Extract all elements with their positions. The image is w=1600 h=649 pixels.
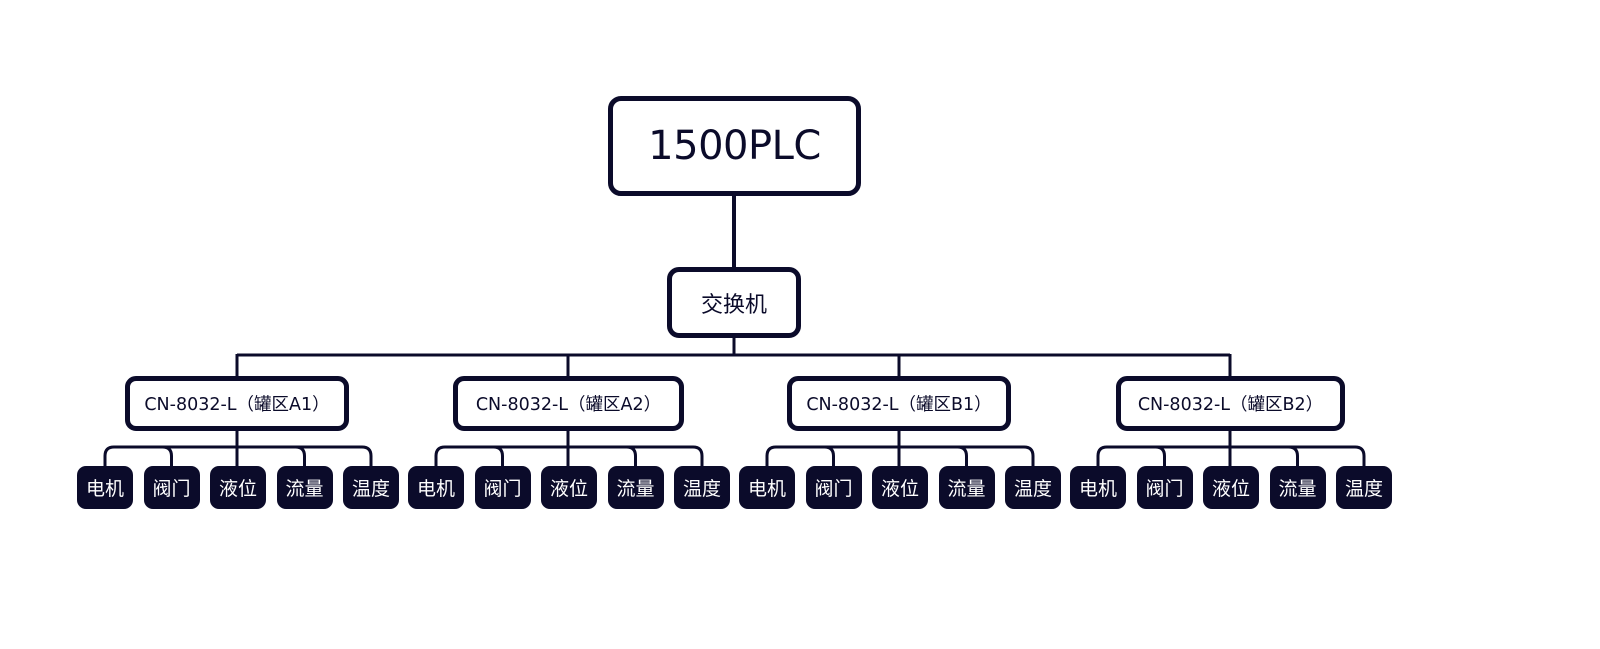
device-node-label: 温度 (1344, 478, 1383, 500)
leaf-bus (434, 445, 704, 468)
device-node: 流量 (1269, 466, 1326, 509)
device-node-label: 阀门 (1145, 478, 1184, 500)
device-node-label: 流量 (616, 478, 655, 500)
device-node-label: 液位 (549, 478, 588, 500)
device-node-label: 阀门 (814, 478, 853, 500)
device-node-label: 液位 (218, 478, 257, 500)
device-node: 温度 (1005, 466, 1061, 509)
device-node-label: 液位 (880, 478, 919, 500)
link-to-leaf (1155, 445, 1166, 468)
device-node: 阀门 (805, 466, 862, 509)
device-node: 阀门 (143, 466, 200, 509)
switch-node: 交换机 (667, 267, 801, 338)
device-node: 温度 (343, 466, 399, 509)
link-to-leaf (295, 445, 306, 468)
device-node: 液位 (210, 466, 266, 509)
leaf-bus (1096, 445, 1366, 468)
device-node-label: 温度 (351, 478, 390, 500)
controller-node-label: CN-8032-L（罐区B2） (1137, 395, 1324, 415)
device-node: 流量 (276, 466, 333, 509)
device-node: 温度 (674, 466, 730, 509)
device-node: 电机 (77, 466, 133, 509)
switch-node-label: 交换机 (700, 292, 767, 318)
link-to-leaf (162, 445, 173, 468)
controller-node-label: CN-8032-L（罐区A1） (144, 395, 330, 415)
link-to-leaf (957, 445, 968, 468)
device-node: 液位 (541, 466, 597, 509)
device-node-label: 温度 (682, 478, 721, 500)
device-node-label: 阀门 (483, 478, 522, 500)
device-node-label: 温度 (1013, 478, 1052, 500)
controller-node-label: CN-8032-L（罐区A2） (475, 395, 662, 415)
leaf-bus (765, 445, 1035, 468)
device-node: 液位 (1203, 466, 1259, 509)
device-node-label: 电机 (747, 478, 786, 500)
device-node: 阀门 (1136, 466, 1193, 509)
link-to-leaf (626, 445, 637, 468)
controller-node: CN-8032-L（罐区B2） (1116, 376, 1345, 431)
link-to-leaf (493, 445, 504, 468)
root-node-label: 1500PLC (648, 123, 821, 169)
device-node-label: 流量 (947, 478, 986, 500)
controller-node: CN-8032-L（罐区B1） (787, 376, 1011, 431)
controller-node: CN-8032-L（罐区A2） (453, 376, 684, 431)
controller-node: CN-8032-L（罐区A1） (125, 376, 349, 431)
device-node: 流量 (938, 466, 995, 509)
device-node: 温度 (1336, 466, 1392, 509)
device-node-label: 液位 (1211, 478, 1250, 500)
root-node-plc: 1500PLC (608, 96, 861, 196)
device-node: 液位 (872, 466, 928, 509)
link-to-leaf (824, 445, 835, 468)
device-node-label: 电机 (416, 478, 455, 500)
leaf-bus (103, 445, 373, 468)
device-node-label: 阀门 (152, 478, 191, 500)
device-node-label: 流量 (285, 478, 324, 500)
device-node-label: 流量 (1278, 478, 1317, 500)
device-node-label: 电机 (85, 478, 124, 500)
device-node: 电机 (739, 466, 795, 509)
device-node: 阀门 (474, 466, 531, 509)
device-node-label: 电机 (1078, 478, 1117, 500)
link-to-leaf (1288, 445, 1299, 468)
controller-node-label: CN-8032-L（罐区B1） (806, 395, 992, 415)
device-node: 电机 (408, 466, 464, 509)
device-node: 流量 (607, 466, 664, 509)
device-node: 电机 (1070, 466, 1126, 509)
